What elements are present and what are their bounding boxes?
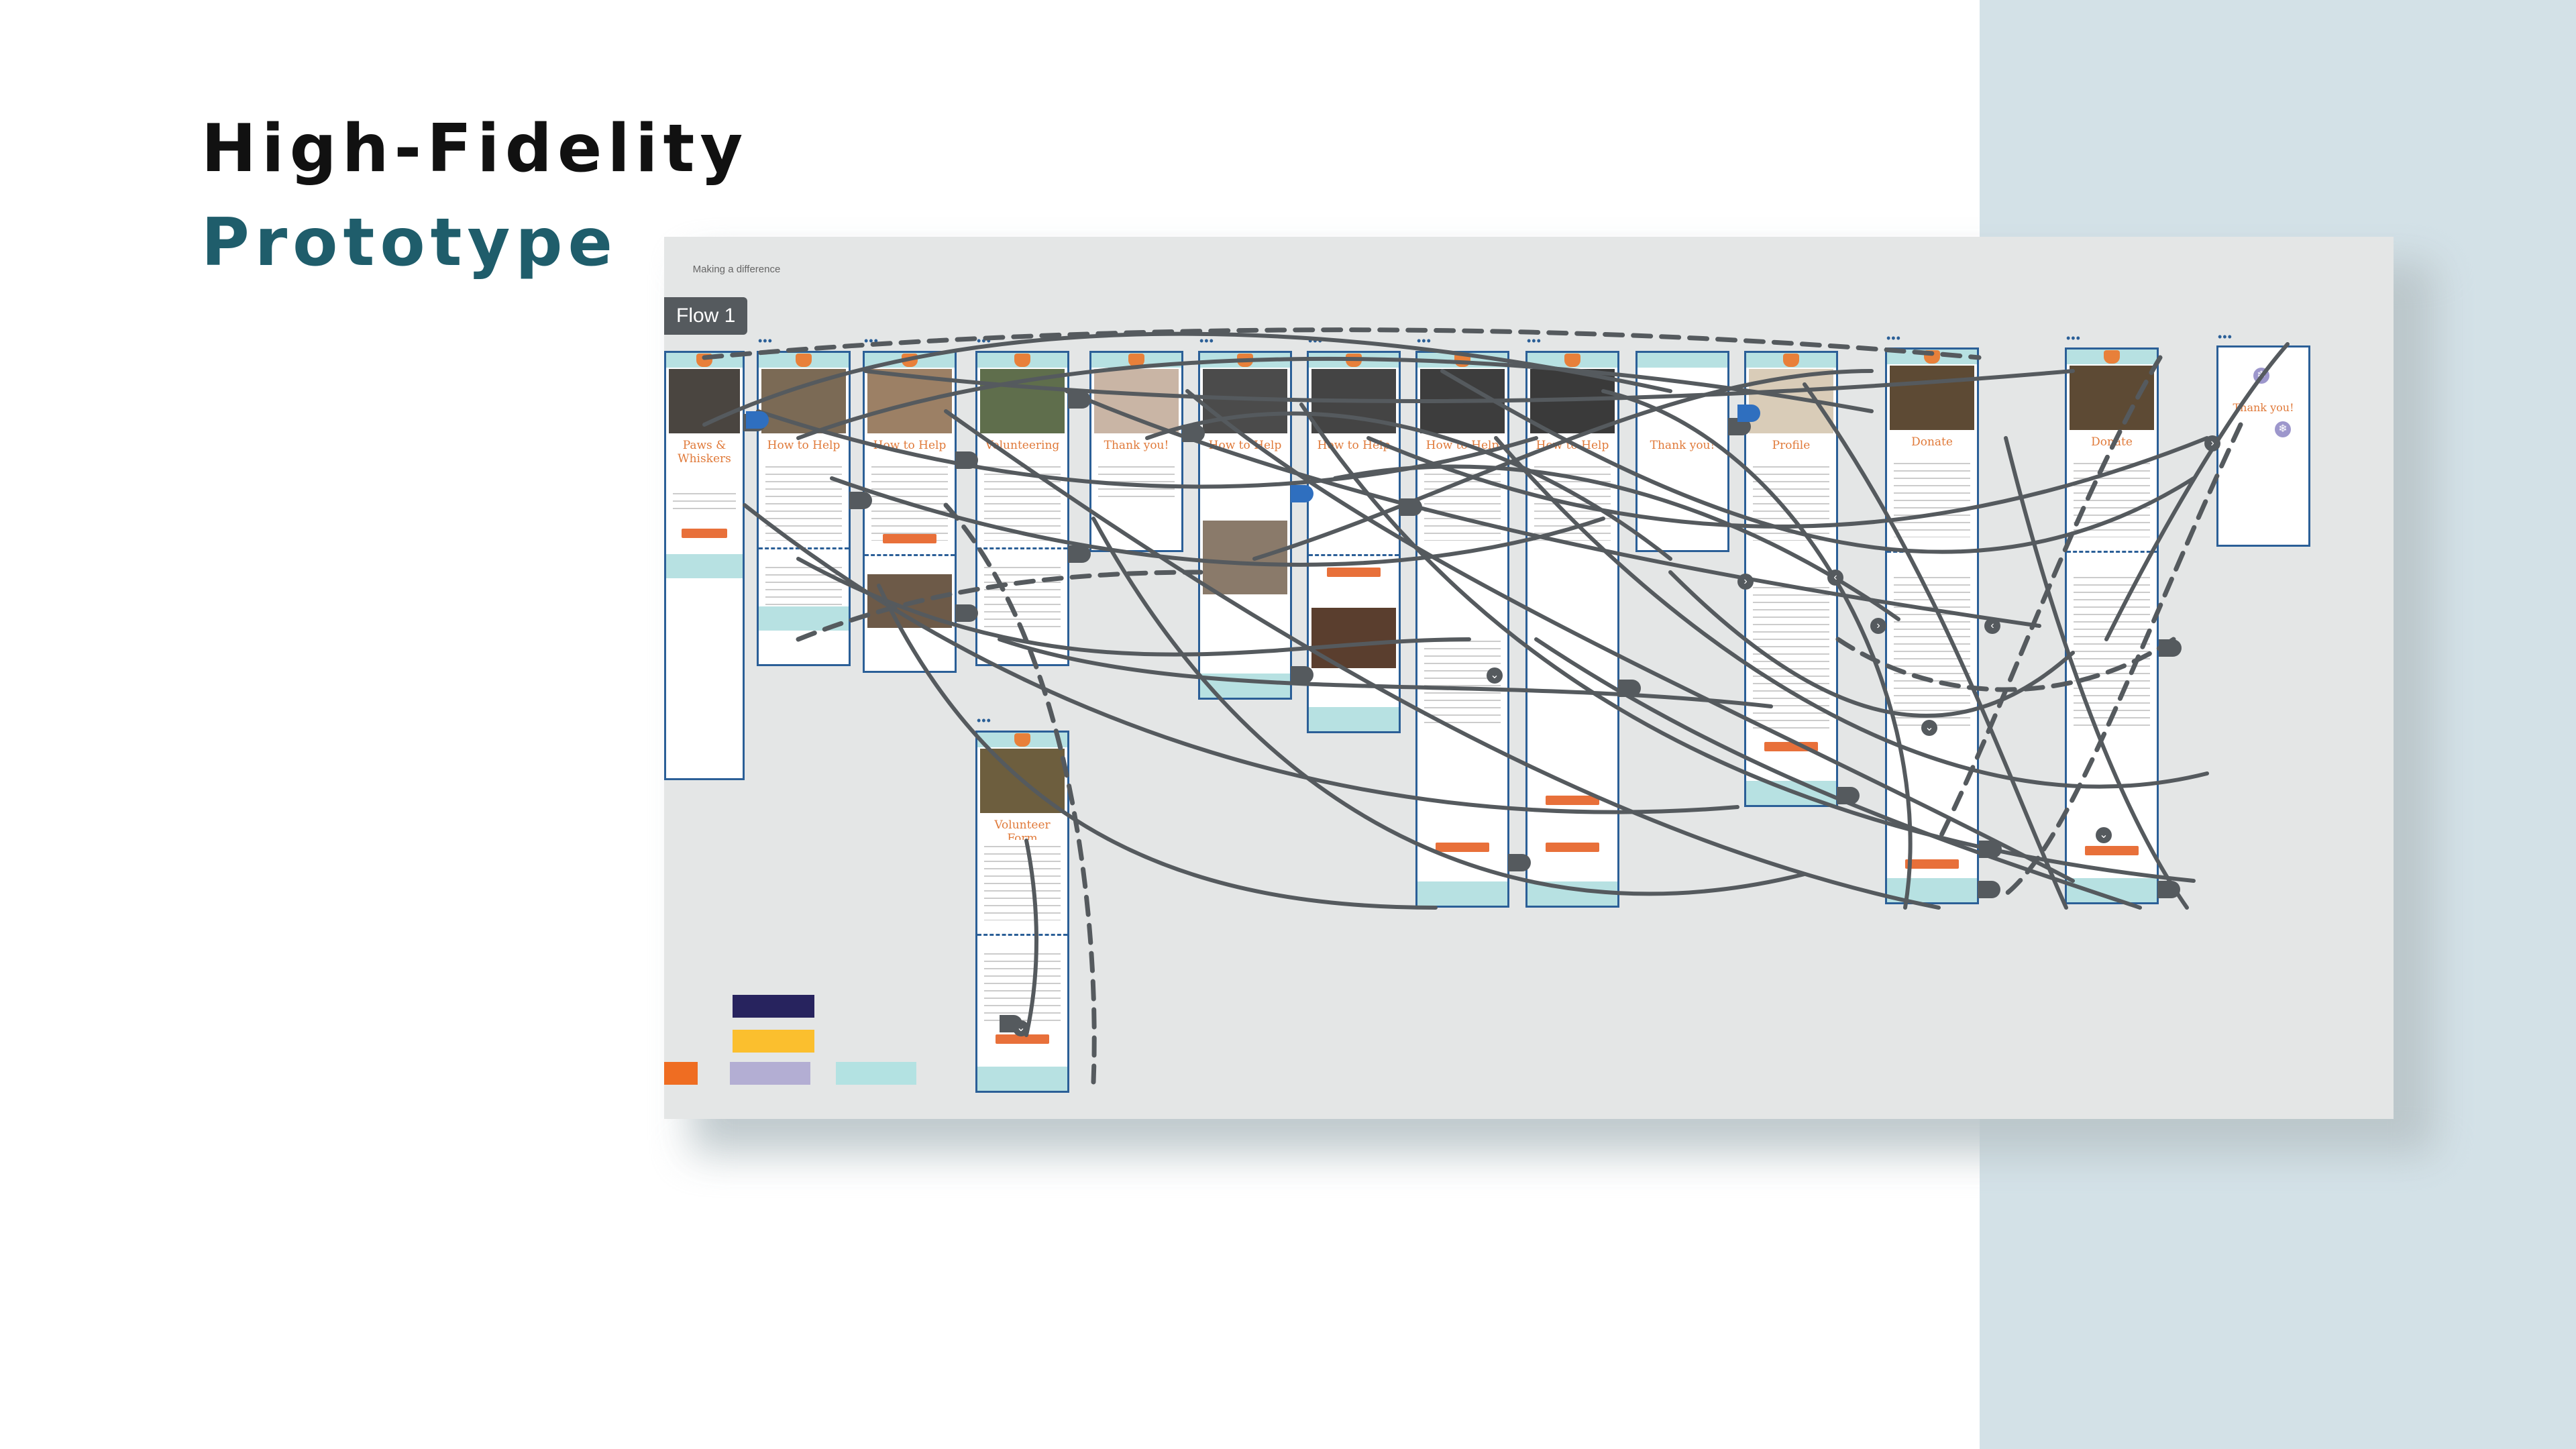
title-line-1: High-Fidelity [201,111,749,187]
frame-options-icon[interactable]: ••• [977,714,991,727]
connection-node[interactable] [1399,498,1422,516]
frame-options-icon[interactable]: ••• [2218,330,2233,343]
corgi-logo-icon [796,354,812,367]
connection-node[interactable] [955,451,978,469]
chevron-left-icon[interactable]: ‹ [1984,618,2000,634]
connection-node[interactable] [1837,787,1860,804]
corgi-logo-icon [1014,733,1030,747]
corgi-logo-icon [1564,354,1580,367]
connection-node[interactable] [849,492,872,509]
chevron-left-icon[interactable]: ‹ [1827,570,1843,586]
corgi-logo-icon [2104,350,2120,364]
chevron-right-icon[interactable]: › [1870,618,1886,634]
frame-home[interactable]: Paws & Whiskers [664,351,745,780]
corgi-logo-icon [1014,354,1030,367]
chevron-down-icon[interactable]: ⌄ [1487,667,1503,684]
frame-heading: Donate [1911,435,1953,449]
prototype-canvas[interactable]: Making a difference Flow 1 Paws & Whiske… [664,237,2394,1119]
frame-how-help-4[interactable]: How to Help [1198,351,1292,700]
flow-label[interactable]: Flow 1 [664,297,748,335]
frame-heading: Profile [1772,439,1811,452]
frame-heading: Paws & Whiskers [678,439,731,466]
frame-options-icon[interactable]: ••• [1417,334,1432,347]
frame-how-help-3[interactable]: Volunteering [975,351,1069,666]
connection-node[interactable] [2159,639,2182,657]
connection-node[interactable] [1068,391,1091,409]
prototype-connections [702,327,2290,1085]
frame-heading: Donate [2091,435,2133,449]
swatch-aqua [836,1062,916,1085]
connection-node[interactable] [955,604,978,622]
chevron-right-icon[interactable]: › [1737,574,1754,590]
frame-options-icon[interactable]: ••• [758,334,773,347]
corgi-logo-icon [1783,354,1799,367]
connection-node[interactable] [1737,405,1760,422]
frame-heading: Thank you! [1650,439,1715,452]
connection-node[interactable] [1979,841,2002,858]
connection-node[interactable] [1068,545,1091,563]
connection-node[interactable] [1978,881,2000,898]
canvas-note: Making a difference [692,264,781,275]
connection-node[interactable] [1182,425,1205,442]
chevron-down-icon[interactable]: ⌄ [1013,1020,1029,1036]
connection-node[interactable] [2157,881,2180,898]
frame-heading: How to Help [767,439,841,452]
swatch-navy [733,995,814,1018]
swatch-yellow [733,1030,814,1053]
connection-node[interactable] [746,411,769,429]
swatch-orange [664,1062,698,1085]
frame-heading: How to Help [1317,439,1391,452]
connection-node[interactable] [1618,680,1641,697]
frame-options-icon[interactable]: ••• [1199,334,1214,347]
swatch-lavender [730,1062,810,1085]
frame-thank-you-3[interactable]: Thank you! ❄ ❄ [2216,345,2310,547]
frame-heading: Thank you! [2233,401,2294,414]
chevron-down-icon[interactable]: ⌄ [1921,720,1937,736]
paw-icon: ❄ [2275,421,2291,437]
frame-heading: Volunteering [985,439,1060,452]
frame-options-icon[interactable]: ••• [1527,334,1542,347]
corgi-logo-icon [1128,354,1144,367]
connection-node[interactable] [1291,485,1313,502]
frame-options-icon[interactable]: ••• [2066,331,2081,345]
connection-node[interactable] [1291,666,1313,684]
frame-options-icon[interactable]: ••• [1886,331,1901,345]
chevron-down-icon[interactable]: ⌄ [2096,827,2112,843]
connection-node[interactable] [1508,854,1531,871]
title-line-2: Prototype [201,205,619,281]
chevron-right-icon[interactable]: › [2204,435,2220,451]
frame-heading: Thank you! [1104,439,1169,452]
